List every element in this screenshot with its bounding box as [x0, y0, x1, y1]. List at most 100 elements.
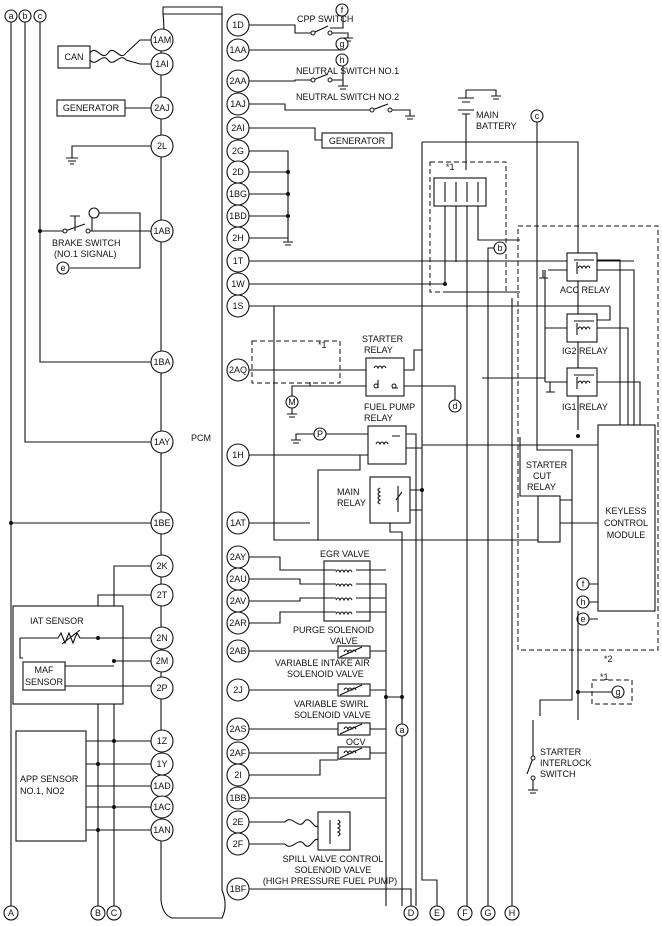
interlock-label: STARTER	[540, 747, 582, 757]
ref-label: f	[341, 5, 344, 15]
keyless-label: CONTROL	[604, 518, 648, 528]
neutral-switch-2-label: NEUTRAL SWITCH NO.2	[296, 92, 399, 102]
pin-label: 1AC	[153, 802, 171, 812]
egr-coils	[335, 569, 353, 616]
battery-label: BATTERY	[476, 121, 517, 131]
spill-valve-coil	[329, 819, 341, 844]
wire-2AI	[249, 127, 322, 141]
variable-swirl-label: SOLENOID VALVE	[294, 710, 371, 720]
pin-label: 1S	[232, 301, 243, 311]
note-1a: *1	[446, 162, 455, 172]
switch-contact	[310, 30, 316, 36]
purge-label: VALVE	[330, 636, 358, 646]
ref-label: g	[339, 39, 344, 49]
wire-ig2	[545, 306, 629, 430]
ig2-relay-coil	[574, 320, 594, 335]
fuel-pump-relay-box	[367, 425, 407, 465]
switch-contact	[530, 755, 536, 761]
interlock-label: SWITCH	[540, 769, 576, 779]
wire-1AJ	[249, 103, 415, 120]
pin-label: 2T	[157, 590, 168, 600]
junction-dot	[112, 659, 116, 663]
wire-acc	[539, 259, 635, 430]
junction-dot	[112, 805, 116, 809]
pin-label: 2J	[233, 685, 243, 695]
pin-label: 2AF	[230, 748, 247, 758]
wire-ocv	[249, 752, 386, 776]
spill-valve-label: (HIGH PRESSURE FUEL PUMP)	[263, 876, 397, 886]
ref-label: b	[22, 11, 27, 21]
junction-dot	[384, 695, 388, 699]
brake-ground	[70, 215, 80, 231]
pin-label: 1BF	[230, 884, 247, 894]
spill-twisted-pair	[249, 819, 319, 847]
purge-coil	[339, 646, 363, 658]
variable-swirl-label: VARIABLE SWIRL	[294, 699, 368, 709]
pin-label: 1AY	[154, 437, 170, 447]
ref-label: H	[509, 908, 516, 918]
pin-label: 2F	[233, 839, 244, 849]
switch-contact	[310, 77, 316, 83]
wire-ig1	[482, 270, 641, 430]
starter-cut-label: CUT	[533, 471, 552, 481]
wire-2K	[113, 565, 151, 906]
interlock-switch	[526, 757, 534, 775]
wire-E	[421, 445, 438, 906]
wire-b-right	[487, 247, 494, 906]
spill-valve-label: SPILL VALVE CONTROL	[283, 854, 384, 864]
wire-interlock	[528, 500, 612, 794]
ref-g-top	[335, 37, 349, 51]
main-relay-box	[369, 476, 411, 524]
pin-label: 1H	[232, 450, 244, 460]
keyless-label: MODULE	[607, 530, 646, 540]
switch-contact	[327, 77, 333, 83]
ref-label: G	[484, 908, 491, 918]
wire-kcm-refs	[589, 583, 598, 620]
brake-switch-label: BRAKE SWITCH	[52, 238, 121, 248]
can-box	[57, 45, 91, 69]
switch-contact	[387, 107, 393, 113]
ref-d	[448, 399, 462, 413]
spill-valve-label: SOLENOID VALVE	[295, 865, 372, 875]
brake-contact	[62, 228, 68, 234]
wire-1BF	[249, 888, 412, 906]
neutral-switch-1	[312, 73, 329, 81]
battery-label: MAIN	[476, 110, 499, 120]
ref-label: d	[452, 401, 457, 411]
junction-dot	[400, 695, 404, 699]
keyless-label: KEYLESS	[605, 506, 646, 516]
junction-dot	[38, 229, 42, 233]
ref-label: h	[339, 55, 344, 65]
pin-label: 1BB	[229, 793, 246, 803]
junction-dot	[443, 282, 447, 286]
fuel-pump-relay-label: FUEL PUMP	[364, 402, 415, 412]
pin-label: 1Z	[157, 736, 168, 746]
pin-label: 1AM	[153, 35, 172, 45]
main-relay-label: MAIN	[337, 487, 360, 497]
pin-label: 1W	[231, 279, 245, 289]
wire-2L	[66, 145, 151, 165]
pin-label: 2AA	[229, 76, 246, 86]
starter-cut-box	[537, 495, 561, 543]
pin-label: 2AQ	[229, 365, 247, 375]
wire-2T	[97, 594, 151, 906]
purge-coil-box	[337, 645, 371, 659]
junction-dot	[112, 739, 116, 743]
ocv-coil	[339, 747, 363, 759]
ref-label: D	[408, 908, 415, 918]
pin-label: 1BG	[229, 189, 247, 199]
pin-label: 2L	[157, 141, 167, 151]
pin-label: 1BA	[153, 357, 170, 367]
ref-A	[3, 905, 19, 921]
main-relay-label: RELAY	[337, 498, 366, 508]
keyless-area-2	[517, 225, 659, 651]
ref-label: A	[8, 908, 14, 918]
ref-label: E	[434, 908, 440, 918]
acc-relay-coil	[574, 259, 594, 274]
ref-label: C	[111, 908, 118, 918]
ref-label: e	[580, 614, 585, 624]
pin-label: 1AN	[153, 825, 171, 835]
note-1c: *1	[600, 672, 609, 682]
junction-dot	[286, 214, 290, 218]
wire-c	[39, 22, 151, 363]
